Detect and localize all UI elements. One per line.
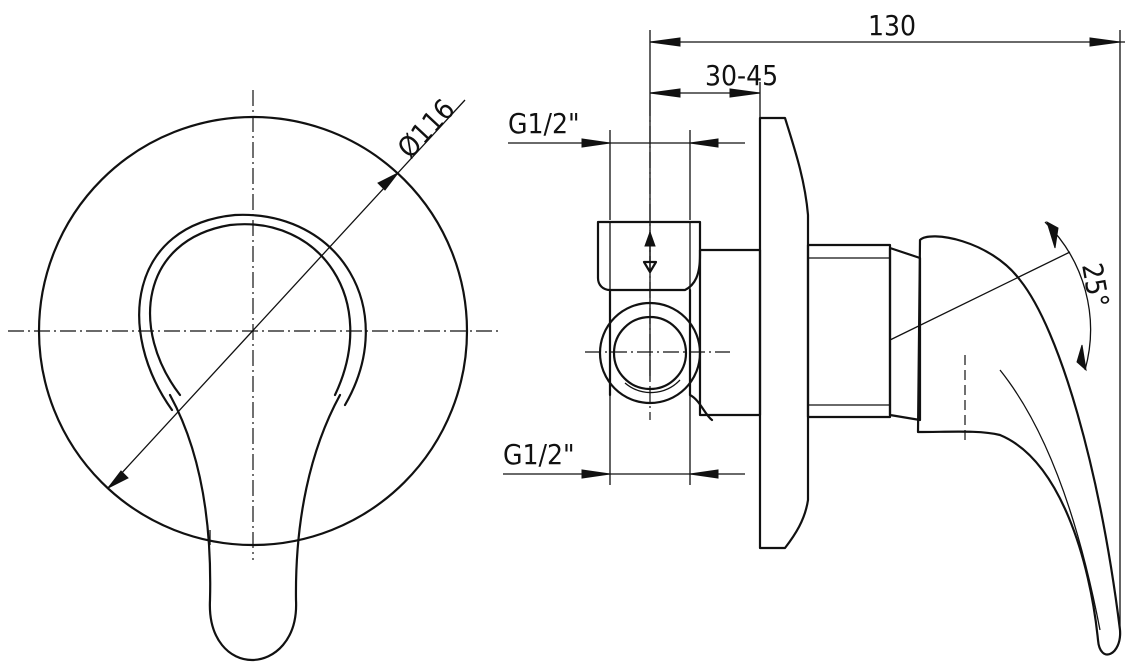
valve-stem [608,288,714,422]
outlet-ring-detail [624,379,681,394]
angle-label: 25° [1075,260,1115,310]
overall-depth-label: 130 [868,9,916,42]
side-view: 130 30-45 G1/2" G1/2" [503,9,1125,656]
angle-arrow-top [1046,220,1059,249]
diameter-dimension-line [107,99,466,489]
inlet-top-label: G1/2" [508,107,580,140]
diameter-label: Ø116 [391,93,461,165]
inlet-bottom-arrow-right [689,469,719,479]
wall-depth-arrow-right [729,88,761,98]
overall-arrow-right [1089,37,1121,47]
diameter-arrow-upper [377,172,399,191]
angle-arc [1044,221,1092,371]
cover-plate-profile [758,116,810,550]
inlet-top-arrow-left [581,138,611,148]
inlet-top-arrow-right [689,138,719,148]
body-cylinder [698,248,762,417]
wall-depth-arrow-left [649,88,681,98]
handle-base [888,246,922,422]
inlet-bottom-label: G1/2" [503,438,575,471]
valve-body [596,220,702,292]
lever-ring [138,213,367,412]
overall-arrow-left [649,37,681,47]
lever-edge-line [999,369,1101,631]
lever-handle [168,393,342,662]
diameter-arrow-lower [107,470,129,489]
front-view: Ø116 [8,90,498,662]
cartridge-housing [806,243,892,419]
lever-profile [916,235,1122,656]
angle-ray [889,251,1071,341]
inlet-bottom-arrow-left [581,469,611,479]
wall-depth-label: 30-45 [705,59,778,92]
angle-arrow-bottom [1076,344,1087,372]
